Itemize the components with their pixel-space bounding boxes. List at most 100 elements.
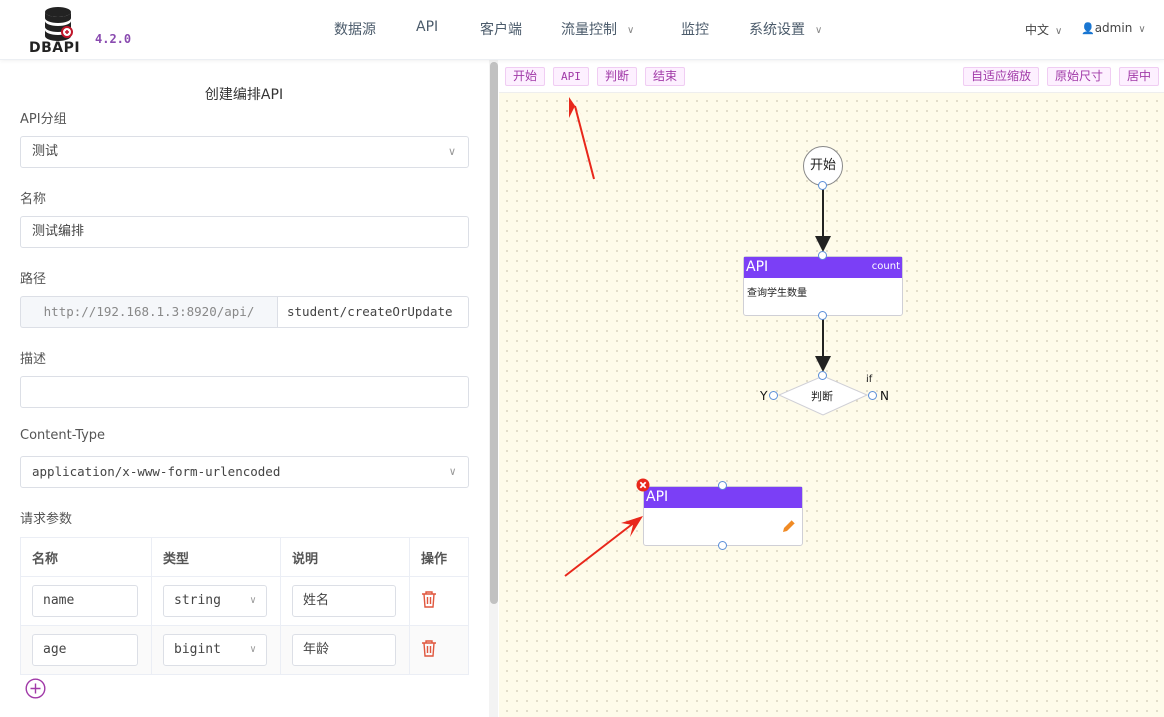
flow-editor: 开始 API 判断 结束 自适应缩放 原始尺寸 居中 开始 API count … xyxy=(499,60,1164,717)
chevron-down-icon: ∨ xyxy=(815,25,823,36)
add-start-button[interactable]: 开始 xyxy=(505,67,546,86)
api-form-panel: 创建编排API API分组 测试 ∨ 名称 测试编排 路径 http://192… xyxy=(0,60,490,717)
group-select[interactable]: 测试 ∨ xyxy=(20,136,469,168)
nav-api-label: API xyxy=(416,19,439,35)
name-input-value: 测试编排 xyxy=(32,224,85,239)
param-type-value: bigint xyxy=(174,642,221,657)
port[interactable] xyxy=(818,181,827,190)
scrollbar-thumb[interactable] xyxy=(490,62,498,604)
port[interactable] xyxy=(818,251,827,260)
original-size-button[interactable]: 原始尺寸 xyxy=(1047,67,1112,86)
api-node-body: 查询学生数量 xyxy=(747,288,807,299)
language-switch[interactable]: 中文 ∨ xyxy=(1025,21,1062,38)
chevron-down-icon: ∨ xyxy=(249,644,256,655)
user-name: admin xyxy=(1094,21,1133,35)
chevron-down-icon: ∨ xyxy=(1055,26,1063,37)
flow-toolbar: 开始 API 判断 结束 自适应缩放 原始尺寸 居中 xyxy=(499,60,1164,93)
judge-label: 判断 xyxy=(811,390,833,403)
col-action: 操作 xyxy=(409,537,469,577)
database-logo-icon xyxy=(45,7,73,41)
nav-monitor[interactable]: 监控 xyxy=(681,19,709,39)
table-row: age bigint ∨ 年龄 xyxy=(20,625,469,675)
annotation-arrow xyxy=(574,105,595,180)
description-input[interactable] xyxy=(20,376,469,408)
nav-datasource-label: 数据源 xyxy=(334,22,376,38)
content-type-select[interactable]: application/x-www-form-urlencoded ∨ xyxy=(20,456,469,488)
fit-zoom-button[interactable]: 自适应缩放 xyxy=(963,67,1040,86)
port[interactable] xyxy=(818,311,827,320)
col-name: 名称 xyxy=(20,537,152,577)
param-name-input[interactable]: age xyxy=(32,634,138,666)
form-scrollbar[interactable] xyxy=(489,60,498,717)
path-label: 路径 xyxy=(20,272,47,287)
add-judge-button[interactable]: 判断 xyxy=(597,67,638,86)
user-icon: 👤 xyxy=(1081,22,1095,35)
start-node[interactable]: 开始 xyxy=(803,146,843,186)
annotation-arrow xyxy=(564,521,636,577)
nav-client-label: 客户端 xyxy=(480,22,522,38)
table-row: name string ∨ 姓名 xyxy=(20,576,469,626)
nav-flow-control-label: 流量控制 xyxy=(561,22,617,38)
port[interactable] xyxy=(818,371,827,380)
form-title: 创建编排API xyxy=(204,87,284,103)
chevron-down-icon: ∨ xyxy=(1138,24,1146,35)
nav-monitor-label: 监控 xyxy=(681,22,709,38)
center-button[interactable]: 居中 xyxy=(1119,67,1160,86)
param-type-select[interactable]: string ∨ xyxy=(163,585,267,617)
api-node-title: API xyxy=(744,257,902,278)
port[interactable] xyxy=(868,391,877,400)
add-end-button[interactable]: 结束 xyxy=(645,67,686,86)
content-type-value: application/x-www-form-urlencoded xyxy=(32,464,281,479)
trash-icon[interactable] xyxy=(421,590,437,608)
param-type-value: string xyxy=(174,593,221,608)
api-node-tag: count xyxy=(871,261,900,272)
api-node-count[interactable]: API count 查询学生数量 xyxy=(743,256,903,316)
add-api-button[interactable]: API xyxy=(553,67,589,86)
flow-canvas[interactable] xyxy=(499,93,1164,717)
description-label: 描述 xyxy=(20,352,47,367)
add-param-icon[interactable] xyxy=(25,678,46,699)
nav-flow-control[interactable]: 流量控制 ∨ xyxy=(561,19,634,39)
version-label: 4.2.0 xyxy=(95,32,132,46)
path-input[interactable]: student/createOrUpdate xyxy=(277,296,469,328)
api-node-new[interactable]: API xyxy=(643,486,803,546)
nav-system-settings-label: 系统设置 xyxy=(749,22,805,38)
port[interactable] xyxy=(769,391,778,400)
trash-icon[interactable] xyxy=(421,639,437,657)
param-type-select[interactable]: bigint ∨ xyxy=(163,634,267,666)
judge-no-label: N xyxy=(880,389,889,403)
nav-api[interactable]: API xyxy=(416,19,438,35)
edit-icon[interactable] xyxy=(780,517,798,535)
chevron-down-icon: ∨ xyxy=(447,145,456,158)
logo-text: DBAPI xyxy=(29,40,81,56)
request-params-label: 请求参数 xyxy=(20,512,73,527)
group-select-value: 测试 xyxy=(32,144,59,159)
chevron-down-icon: ∨ xyxy=(249,595,256,606)
nav-datasource[interactable]: 数据源 xyxy=(334,19,376,39)
judge-if-tag: if xyxy=(866,374,873,385)
judge-node[interactable] xyxy=(777,375,869,416)
language-label: 中文 xyxy=(1025,23,1050,37)
name-input[interactable]: 测试编排 xyxy=(20,216,469,248)
col-desc: 说明 xyxy=(280,537,410,577)
annotation-arrow-head xyxy=(569,97,582,118)
flow-connections xyxy=(564,97,869,577)
judge-yes-label: Y xyxy=(760,389,768,403)
params-table: 名称 类型 说明 操作 name string ∨ 姓名 age bigint ∨ … xyxy=(20,537,469,675)
nav-system-settings[interactable]: 系统设置 ∨ xyxy=(749,19,822,39)
close-icon[interactable] xyxy=(636,478,650,492)
param-desc-input[interactable]: 年龄 xyxy=(292,634,396,666)
col-type: 类型 xyxy=(151,537,281,577)
name-label: 名称 xyxy=(20,192,47,207)
group-label: API分组 xyxy=(20,112,67,127)
chevron-down-icon: ∨ xyxy=(449,465,456,478)
param-name-input[interactable]: name xyxy=(32,585,138,617)
port[interactable] xyxy=(718,541,727,550)
chevron-down-icon: ∨ xyxy=(627,25,635,36)
annotation-arrow-head xyxy=(621,516,643,537)
table-header-row: 名称 类型 说明 操作 xyxy=(20,537,469,577)
nav-client[interactable]: 客户端 xyxy=(480,19,522,39)
user-menu[interactable]: 👤admin ∨ xyxy=(1081,21,1146,35)
port[interactable] xyxy=(718,481,727,490)
param-desc-input[interactable]: 姓名 xyxy=(292,585,396,617)
